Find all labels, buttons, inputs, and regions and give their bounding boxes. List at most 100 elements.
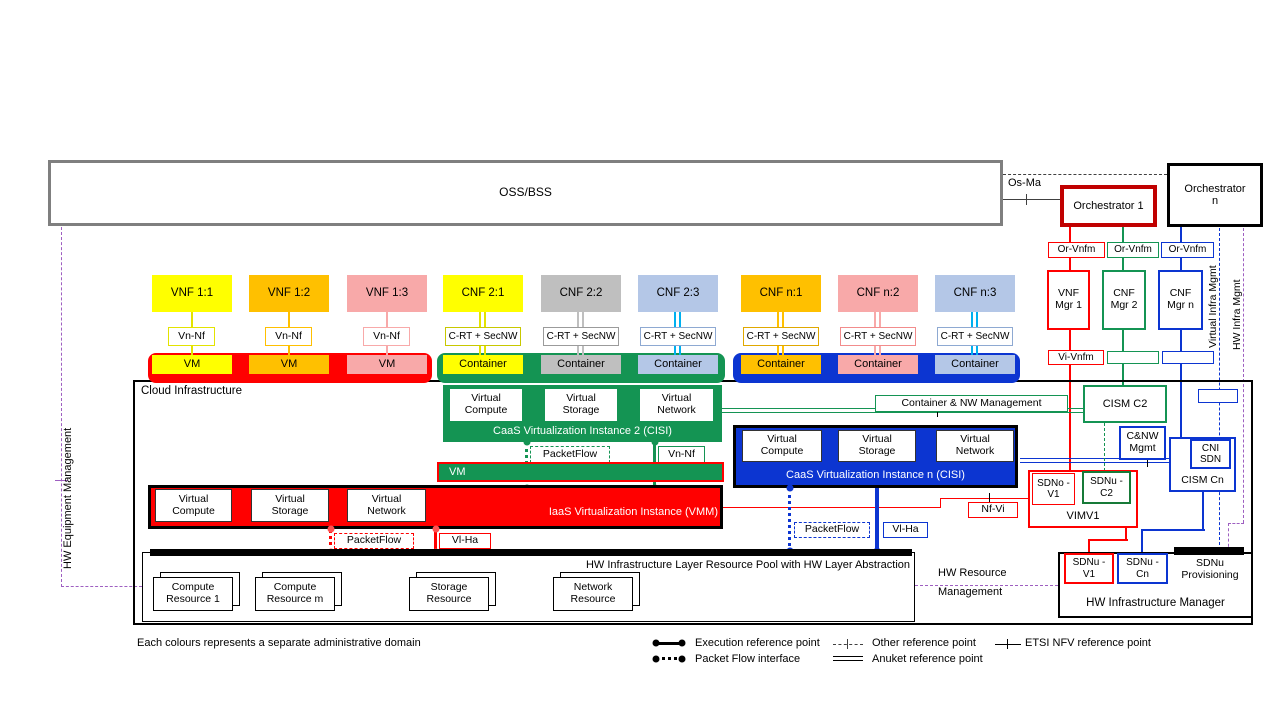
nf-box-cnf-n-3: CNF n:3 (935, 275, 1015, 312)
iaas-virtual-compute: Virtual Compute (155, 489, 232, 522)
resource-compute-1: Compute Resource 1 (153, 577, 233, 611)
legend-packetflow-symbol (655, 657, 683, 660)
vim-sdnu-v1-line-h (1088, 539, 1128, 541)
sdnu-c2-box: SDNu -C2 (1082, 471, 1131, 504)
caasn-packetflow-line (788, 488, 791, 552)
legend-execution-symbol (655, 642, 683, 645)
cism-sdnu-cn-line-h (1141, 529, 1205, 531)
vl-ha-label-blue: Vl-Ha (883, 522, 928, 538)
iaas-virtual-network: Virtual Network (347, 489, 426, 522)
legend-note: Each colours represents a separate admin… (137, 637, 421, 649)
vm-host-bar-label: VM (449, 465, 466, 478)
ref-label-crt-4: C-RT + SecNW (445, 327, 521, 346)
caasn-virtual-compute: Virtual Compute (742, 430, 822, 462)
hw-infra-mgmt-line-v2 (1228, 523, 1229, 552)
hw-equipment-mgmt-label: HW Equipment Management (62, 427, 74, 569)
iaas-virtual-storage: Virtual Storage (251, 489, 329, 522)
ref-label-crt-5: C-RT + SecNW (543, 327, 619, 346)
hw-resource-mgmt-line (915, 585, 1058, 586)
cism-sdnu-cn-line-v2 (1141, 529, 1143, 553)
ref-label-crt-9: C-RT + SecNW (937, 327, 1013, 346)
caas2-label: CaaS Virtualization Instance 2 (CISI) (493, 424, 672, 437)
cism-cn-label: CISM Cn (1181, 474, 1224, 487)
cloud-infrastructure-title: Cloud Infrastructure (141, 385, 242, 397)
caasn-label: CaaS Virtualization Instance n (CISI) (786, 468, 965, 481)
os-ma-label: Os-Ma (1008, 177, 1041, 189)
empty-ref-box-blue-2 (1198, 389, 1238, 403)
iaas-vlha-line (434, 529, 437, 553)
iaas-box (148, 485, 723, 529)
caas2-virtual-storage: Virtual Storage (545, 389, 617, 421)
sdnu-cn-box: SDNu -Cn (1117, 553, 1168, 584)
exec-dot-green-1 (523, 438, 531, 446)
resource-storage: Storage Resource (409, 577, 489, 611)
caasn-virtual-network: Virtual Network (936, 430, 1014, 462)
hw-abstraction-bar (150, 549, 912, 556)
hw-infra-manager-label: HW Infrastructure Manager (1086, 596, 1225, 609)
resource-compute-m: Compute Resource m (255, 577, 335, 611)
nf-vi-label: Nf-Vi (968, 502, 1018, 518)
legend-etsi-label: ETSI NFV reference point (1025, 637, 1151, 649)
hw-equipment-mgmt-line-vertical (61, 227, 62, 587)
caas2-virtual-compute: Virtual Compute (450, 389, 522, 421)
exec-dot-red-1 (327, 525, 335, 533)
orchestrator-1-box: Orchestrator 1 (1060, 185, 1157, 227)
hw-equipment-mgmt-line-horizontal (61, 586, 142, 587)
nf-box-cnf-n-1: CNF n:1 (741, 275, 821, 312)
cnf-mgr-n-box: CNF Mgr n (1158, 270, 1203, 330)
vn-nf-label-green: Vn-Nf (658, 446, 705, 463)
vi-vnfm-label: Vi-Vnfm (1048, 350, 1104, 365)
iaas-packetflow-line (329, 529, 332, 553)
ref-label-crt-8: C-RT + SecNW (840, 327, 916, 346)
sdnu-v1-box: SDNu -V1 (1064, 553, 1114, 584)
or-vnfm-label-red: Or-Vnfm (1048, 242, 1105, 258)
hw-resource-mgmt-label-2: Management (938, 586, 1003, 598)
cnw-mgmt-box: C&NW Mgmt (1119, 426, 1166, 460)
or-vnfm-label-green: Or-Vnfm (1107, 242, 1159, 258)
oss-orchn-dashed-line (1003, 174, 1167, 175)
hw-infra-mgmt-line-v1 (1243, 228, 1244, 523)
nf-box-cnf-2-3: CNF 2:3 (638, 275, 718, 312)
legend-other-symbol (833, 644, 863, 645)
or-vnfm-label-blue: Or-Vnfm (1161, 242, 1214, 258)
nf-box-vnf-1-2: VNF 1:2 (249, 275, 329, 312)
host-box-container-8: Container (838, 355, 918, 374)
caasn-virtual-storage: Virtual Storage (838, 430, 916, 462)
vimv1-label: VIMV1 (1066, 510, 1100, 523)
hw-pool-label: HW Infrastructure Layer Resource Pool wi… (585, 559, 910, 572)
vim-sdnu-v1-line-v1 (1125, 528, 1127, 540)
cnfm-line-blue (1180, 227, 1182, 437)
host-box-container-4: Container (443, 355, 523, 374)
nf-vi-tick (989, 493, 990, 504)
cni-sdn-box: CNI SDN (1190, 439, 1231, 469)
legend-packetflow-label: Packet Flow interface (695, 653, 801, 665)
hw-resource-mgmt-label-1: HW Resource (938, 567, 1007, 579)
ref-label-crt-7: C-RT + SecNW (743, 327, 819, 346)
nf-vi-line-h1 (723, 507, 940, 508)
os-ma-tick (1026, 194, 1027, 205)
legend-execution-dot-1 (652, 639, 660, 647)
legend-anuket-label: Anuket reference point (872, 653, 983, 665)
resource-network: Network Resource (553, 577, 633, 611)
ref-label-vn-nf-1: Vn-Nf (168, 327, 215, 346)
sdnu-provisioning-bar (1174, 547, 1244, 555)
ref-label-vn-nf-2: Vn-Nf (265, 327, 312, 346)
host-box-vm-2: VM (249, 355, 329, 374)
cism-c2-sdnu-c2-dashed (1104, 423, 1105, 471)
vl-ha-label-red: Vl-Ha (439, 533, 491, 549)
ref-label-crt-6: C-RT + SecNW (640, 327, 716, 346)
nf-box-vnf-1-3: VNF 1:3 (347, 275, 427, 312)
nf-box-cnf-2-1: CNF 2:1 (443, 275, 523, 312)
host-box-container-6: Container (638, 355, 718, 374)
nf-box-vnf-1-1: VNF 1:1 (152, 275, 232, 312)
legend-execution-label: Execution reference point (695, 637, 820, 649)
nf-vi-line-h2 (940, 498, 1028, 499)
packetflow-label-blue: PacketFlow (794, 522, 870, 538)
cism-sdnu-cn-line-v1 (1202, 492, 1204, 530)
legend-packetflow-dot-1 (652, 655, 660, 663)
empty-ref-box-blue-1 (1162, 351, 1214, 364)
anuket-line-blue (1020, 458, 1170, 463)
nf-vi-line-v (940, 498, 941, 508)
host-box-container-7: Container (741, 355, 821, 374)
